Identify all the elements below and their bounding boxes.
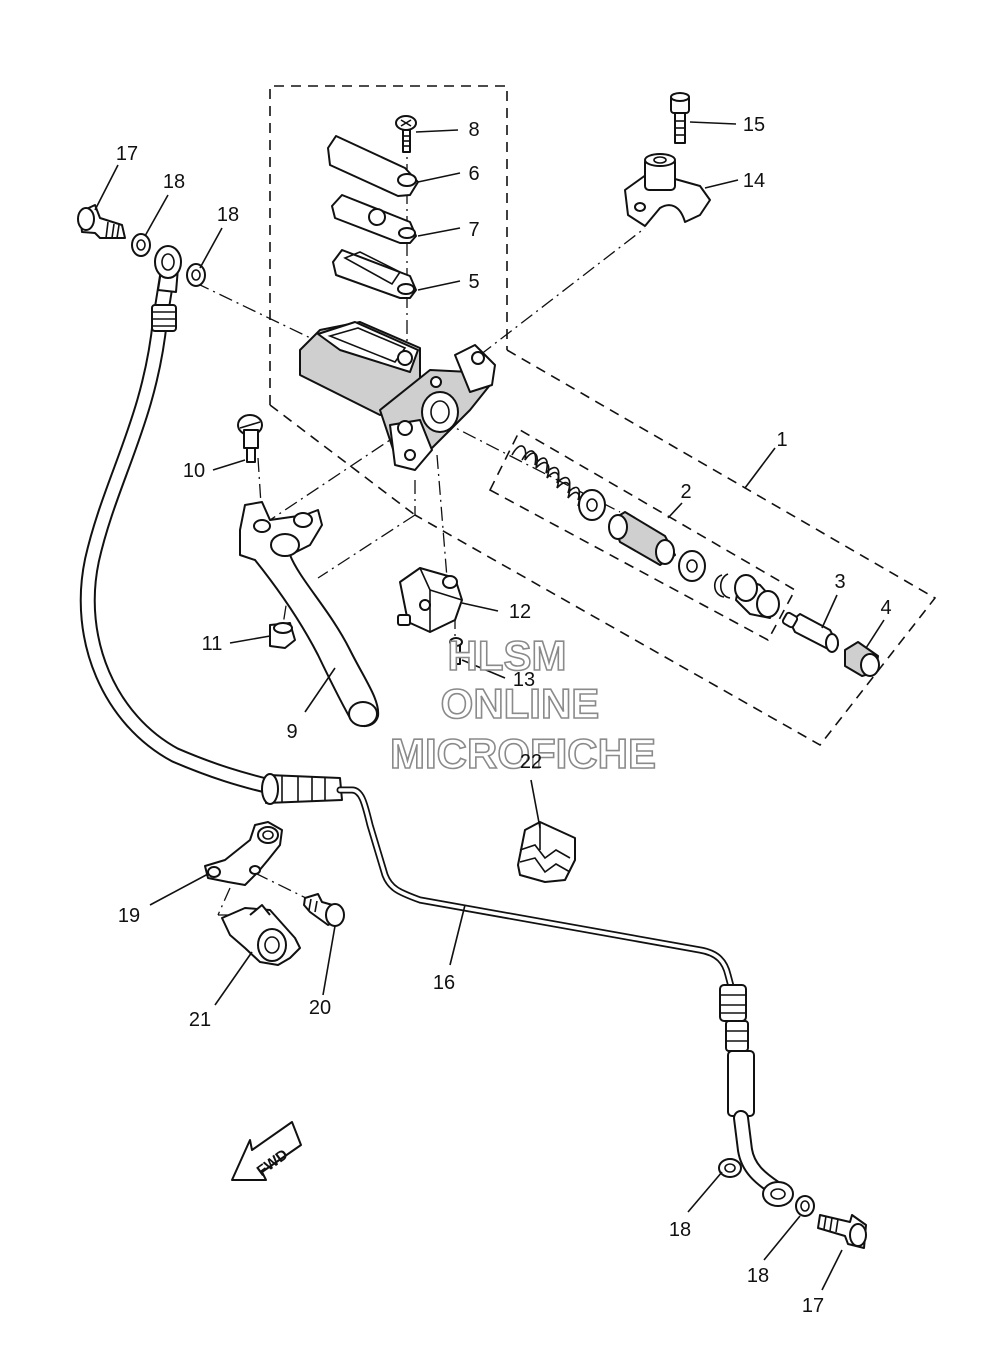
piston-kit [511,445,780,619]
callout-20: 20 [309,997,331,1019]
reservoir-cover-parts [327,135,419,299]
pushrod-and-boot [781,611,880,677]
callout-11: 11 [202,633,223,655]
callout-21: 21 [189,1009,211,1031]
brake-lever [239,501,380,727]
watermark-line-2: ONLINE [441,680,600,727]
callout-9: 9 [286,721,297,743]
leader-lines [94,121,885,1291]
callout-2: 2 [680,481,691,503]
callout-16: 16 [433,972,455,994]
banjo-bolts-and-washers [77,204,867,1249]
hose-guide-parts [204,821,576,966]
callout-19: 19 [118,905,140,927]
watermark-line-3: MICROFICHE [390,730,656,777]
callout-18-top-left: 18 [163,171,185,193]
callout-22: 22 [520,751,542,773]
callout-18-bottom-right: 18 [747,1265,769,1287]
brake-light-switch [397,567,463,665]
callout-1: 1 [776,429,787,451]
fwd-direction-arrow: FWD [231,1121,302,1181]
callout-18-top-right: 18 [217,204,239,226]
callout-17-bottom: 17 [802,1295,824,1317]
callout-7: 7 [468,219,479,241]
callout-4: 4 [880,597,891,619]
callout-8: 8 [468,119,479,141]
watermark-line-1: HLSM [448,632,567,679]
callout-6: 6 [468,163,479,185]
callout-3: 3 [834,571,845,593]
callout-18-bottom-left: 18 [669,1219,691,1241]
brake-pipe [336,786,794,1207]
callout-12: 12 [509,601,531,623]
handlebar-clamp [624,153,711,227]
pivot-bolt-and-nut [237,414,296,649]
callout-10: 10 [183,460,205,482]
callout-14: 14 [743,170,765,192]
screws [395,92,690,153]
brake-hose [79,245,343,805]
callout-17-top: 17 [116,143,138,165]
callout-labels: 1 2 3 4 5 6 7 8 9 10 11 12 13 14 15 16 1… [116,114,892,1317]
callout-15: 15 [743,114,765,136]
callout-13: 13 [513,669,535,691]
callout-5: 5 [468,271,479,293]
watermark: HLSM ONLINE MICROFICHE [389,631,657,778]
master-cylinder-body [299,321,496,471]
